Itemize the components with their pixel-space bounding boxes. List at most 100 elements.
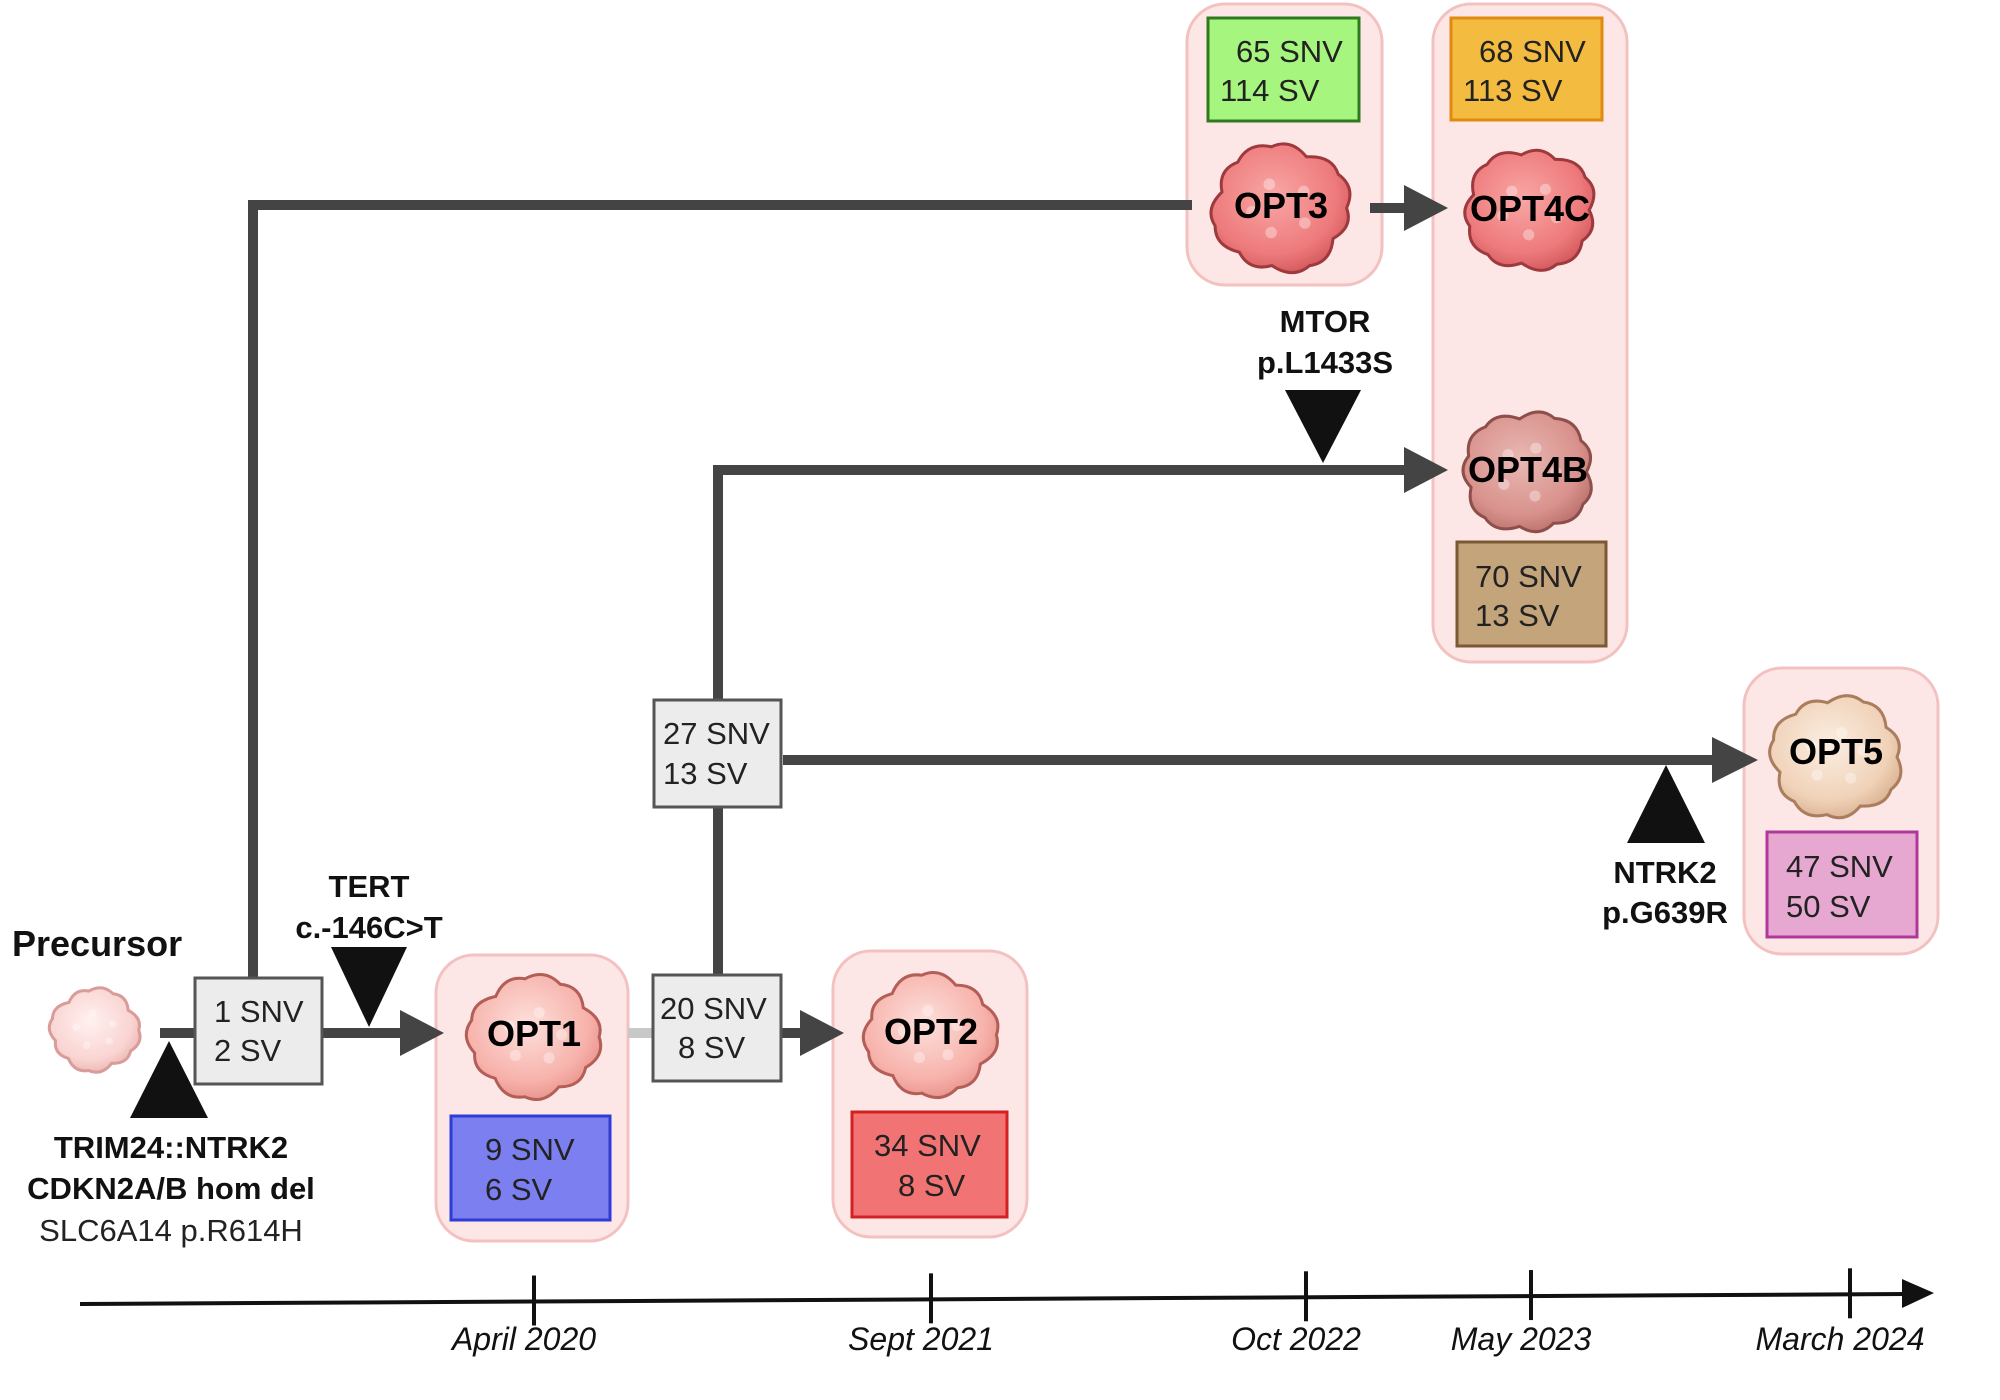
tumour-blobs — [47, 142, 1903, 1101]
opt4c-tumour-icon-texture — [1497, 209, 1509, 222]
opt5-snv: 47 SNV — [1786, 849, 1893, 884]
opt3-tumour-icon-texture — [1263, 178, 1276, 190]
opt2-tumour-icon — [861, 971, 1000, 1100]
timeline-line — [79, 1292, 1909, 1306]
arrowhead-opt5 — [1712, 737, 1758, 783]
opt3-tumour-icon-texture — [1299, 217, 1311, 229]
opt4b-tumour-icon-texture — [1502, 449, 1514, 461]
opt3-tumour-icon — [1209, 142, 1352, 275]
precursor-cell-icon-texture — [105, 1037, 113, 1045]
timeline-date-label: May 2023 — [1451, 1321, 1592, 1357]
opt4c-tumour-icon — [1463, 148, 1596, 272]
opt3-tumour-icon-texture — [1297, 185, 1310, 198]
opt4b-sv: 13 SV — [1475, 598, 1560, 633]
opt3-snv: 65 SNV — [1236, 34, 1343, 69]
timeline-axis: April 2020 Sept 2021 Oct 2022 May 2023 March… — [79, 1268, 1934, 1357]
opt4b-snv: 70 SNV — [1475, 559, 1582, 594]
opt2-tumour-icon-texture — [951, 1020, 963, 1032]
branch-box-3: 27 SNV 13 SV — [652, 698, 783, 809]
founder-mutation-1: TRIM24::NTRK2 — [54, 1130, 288, 1165]
opt1-snv: 9 SNV — [485, 1132, 575, 1167]
opt2-tumour-icon-texture — [913, 1052, 926, 1064]
opt1-tumour-icon-texture — [509, 1049, 521, 1062]
opt2-snv: 34 SNV — [874, 1128, 981, 1163]
opt3-count-box: 65 SNV 114 SV — [1206, 16, 1361, 123]
precursor-cell-icon-texture — [72, 1023, 81, 1031]
timeline-date-label: April 2020 — [450, 1321, 596, 1357]
opt3-label: OPT3 — [1234, 185, 1328, 226]
timeline-date-label: March 2024 — [1756, 1321, 1925, 1357]
branch-1-sv: 2 SV — [214, 1033, 282, 1068]
precursor-cell-icon-texture — [108, 1020, 117, 1028]
evolution-lines — [160, 200, 1718, 1038]
opt4b-tumour-icon-texture — [1550, 466, 1562, 478]
arrow-heads — [400, 185, 1758, 1056]
ntrk2-mutation-2: p.G639R — [1602, 895, 1728, 930]
opt2-tumour-icon-texture — [897, 1025, 910, 1037]
ntrk2-mutation-1: NTRK2 — [1613, 855, 1716, 890]
opt5-tumour-icon-texture — [1857, 744, 1869, 756]
tert-mutation-2: c.-146C>T — [295, 910, 442, 945]
opt3-sv: 114 SV — [1220, 73, 1320, 108]
opt3-tumour-icon-texture — [1265, 226, 1277, 239]
opt5-sv: 50 SV — [1786, 889, 1871, 924]
arrowhead-opt1 — [400, 1010, 444, 1056]
opt5-tumour-icon-texture — [1836, 727, 1848, 739]
opt1-label: OPT1 — [487, 1013, 581, 1054]
opt5-label: OPT5 — [1789, 731, 1883, 772]
branch-2-sv: 8 SV — [678, 1030, 746, 1065]
founder-mutation-2: CDKN2A/B hom del — [27, 1171, 315, 1206]
ntrk2-mutation-triangle — [1627, 765, 1705, 843]
opt4c-tumour-icon-texture — [1550, 212, 1563, 224]
opt1-tumour-icon-texture — [556, 1029, 568, 1041]
opt4b-tumour-icon-texture — [1530, 442, 1542, 454]
branch-box-1: 1 SNV 2 SV — [193, 976, 324, 1086]
tert-mutation-1: TERT — [329, 869, 410, 904]
opt2-label: OPT2 — [884, 1011, 978, 1052]
tert-mutation-triangle — [331, 947, 407, 1027]
timeline-date-label: Oct 2022 — [1231, 1321, 1361, 1357]
opt1-tumour-icon-texture — [543, 1052, 555, 1064]
opt4b-tumour-icon — [1461, 410, 1593, 534]
opt4b-tumour-icon-texture — [1529, 490, 1541, 502]
precursor-cell-icon — [47, 986, 142, 1074]
arrowhead-opt2 — [800, 1010, 844, 1056]
opt4c-tumour-icon-texture — [1523, 229, 1535, 241]
opt1-count-box: 9 SNV 6 SV — [449, 1114, 612, 1222]
opt4c-count-box: 68 SNV 113 SV — [1449, 16, 1604, 122]
precursor-cell-icon-texture — [83, 1041, 91, 1049]
branch-box-2: 20 SNV 8 SV — [651, 973, 783, 1083]
opt4c-sv: 113 SV — [1463, 73, 1563, 108]
opt5-tumour-icon-texture — [1805, 740, 1817, 752]
precursor-label: Precursor — [12, 923, 182, 964]
opt5-tumour-icon — [1768, 694, 1903, 820]
branch-2-snv: 20 SNV — [660, 991, 767, 1026]
branch-3-snv: 27 SNV — [663, 716, 770, 751]
opt1-tumour-icon — [464, 972, 603, 1101]
opt4c-snv: 68 SNV — [1479, 34, 1586, 69]
branch-1-snv: 1 SNV — [214, 994, 304, 1029]
timeline-arrowhead — [1902, 1279, 1934, 1308]
opt4b-label: OPT4B — [1468, 449, 1588, 490]
opt1-sv: 6 SV — [485, 1172, 553, 1207]
opt2-tumour-icon-texture — [942, 1049, 954, 1061]
opt4b-tumour-icon-texture — [1498, 478, 1510, 490]
precursor-cell-icon-texture — [89, 1009, 97, 1018]
opt5-tumour-icon-texture — [1811, 769, 1823, 781]
mutation-markers — [130, 390, 1705, 1118]
opt4c-tumour-icon-texture — [1506, 185, 1518, 197]
opt1-tumour-icon-texture — [503, 1020, 515, 1032]
line-b3-to-opt4b — [713, 465, 1410, 700]
mtor-mutation-triangle — [1285, 390, 1361, 463]
founder-mutation-triangle — [130, 1041, 208, 1118]
opt5-tumour-icon-texture — [1845, 772, 1857, 784]
opt3-tumour-icon-texture — [1246, 205, 1258, 218]
opt2-tumour-icon-texture — [922, 1004, 934, 1017]
opt5-count-box: 47 SNV 50 SV — [1765, 830, 1919, 939]
opt1-tumour-icon-texture — [533, 1007, 545, 1019]
timeline-date-label: Sept 2021 — [848, 1321, 994, 1357]
opt4c-label: OPT4C — [1470, 188, 1590, 229]
mtor-mutation-1: MTOR — [1280, 304, 1371, 339]
arrowhead-opt4c — [1404, 185, 1448, 231]
